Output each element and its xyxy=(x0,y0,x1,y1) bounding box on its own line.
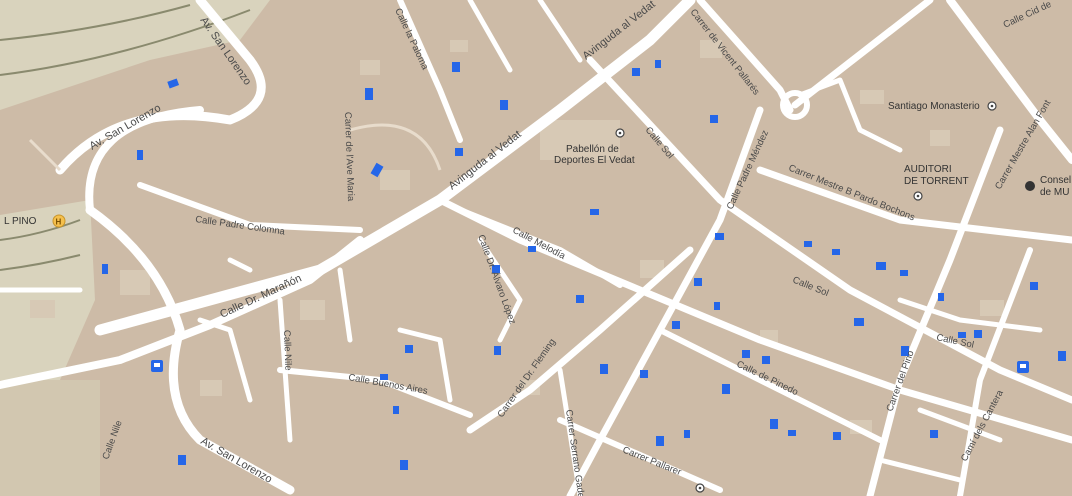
street-label-virgen-maria: Carrer de l'Ave Maria xyxy=(342,112,356,202)
poi-consell-icon[interactable] xyxy=(1025,181,1035,191)
poi-consell-line2: de MU xyxy=(1040,187,1069,198)
footpaths xyxy=(28,123,442,172)
poi-auditori[interactable]: AUDITORI DE TORRENT xyxy=(904,164,969,201)
poi-santiago-label: Santiago Monasterio xyxy=(888,101,980,112)
poi-pabellon-line1: Pabellón de xyxy=(566,144,619,155)
hotel-icon-glyph: H xyxy=(56,218,62,227)
street-label-calle-nile: Calle Nile xyxy=(281,330,293,371)
poi-el-pino[interactable]: L PINO H xyxy=(4,214,66,228)
poi-pabellon[interactable]: Pabellón de Deportes El Vedat xyxy=(554,128,635,166)
poi-bottom[interactable] xyxy=(695,483,705,493)
poi-auditori-line1: AUDITORI xyxy=(904,164,952,175)
poi-pabellon-line2: Deportes El Vedat xyxy=(554,155,635,166)
bus-stop-markers xyxy=(102,60,1066,470)
bus-station-right[interactable] xyxy=(1017,361,1029,373)
poi-santiago[interactable]: Santiago Monasterio xyxy=(888,101,997,112)
poi-consell-line1: Consel xyxy=(1040,175,1071,186)
poi-el-pino-label: L PINO xyxy=(4,216,37,227)
poi-consell[interactable]: Consel de MU xyxy=(1025,175,1071,198)
hotel-icon[interactable] xyxy=(52,214,66,228)
park-area-southwest xyxy=(0,380,100,496)
poi-auditori-line2: DE TORRENT xyxy=(904,176,969,187)
bus-station-left[interactable] xyxy=(151,360,163,372)
